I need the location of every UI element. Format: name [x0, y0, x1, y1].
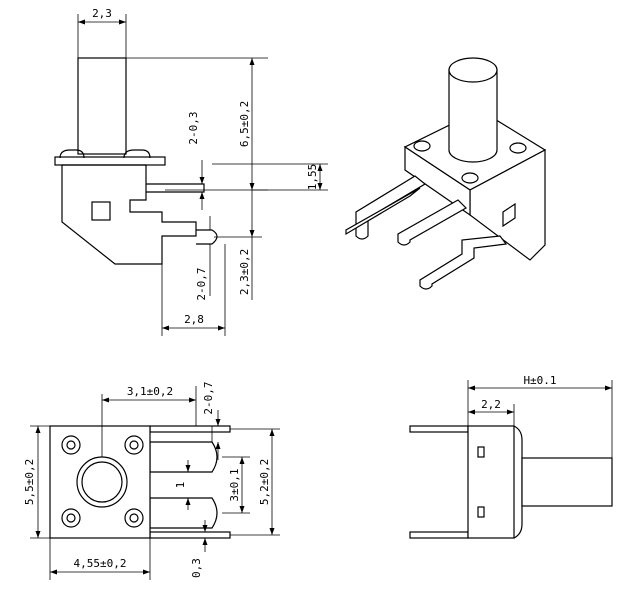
top-plunger-inner [81, 461, 123, 503]
top-hole-2-inner [129, 440, 139, 450]
top-hole-3 [61, 508, 81, 528]
iso-stud-3 [509, 142, 527, 154]
top-hole-1-inner [66, 440, 76, 450]
top-view: 3,1±0,2 2-0,7 5,5±0,2 1 3±0,1 [23, 381, 280, 580]
side-pin-lower [196, 229, 218, 245]
iso-stud-2 [461, 172, 479, 184]
dim-label-top-body-width: 4,55±0,2 [74, 557, 127, 570]
dim-top-pin-width: 2-0,7 [202, 381, 221, 460]
iso-pin-4 [345, 187, 421, 236]
iso-body-left [404, 145, 471, 217]
dim-side-total-height: 6,5±0,2 [126, 57, 268, 191]
dim-right-total-length: H±0.1 [467, 374, 613, 458]
dim-top-pin-pitch: 3±0,1 [222, 456, 250, 514]
right-body [467, 425, 515, 539]
dim-label-top-center-offset: 3,1±0,2 [127, 385, 173, 398]
side-cap-bump-left [59, 149, 85, 159]
iso-pin-1 [355, 175, 427, 240]
side-pin-upper [146, 183, 205, 193]
top-hole-3-inner [66, 513, 76, 523]
isometric-view [345, 57, 547, 290]
right-side-view: H±0.1 2,2 [409, 374, 613, 539]
dim-label-side-total-height: 6,5±0,2 [238, 101, 251, 147]
right-pin-top [409, 425, 469, 433]
top-pin-3 [149, 441, 218, 473]
side-plunger [77, 57, 127, 155]
dim-side-pin-thickness: 2-0,3 [187, 111, 205, 210]
dim-label-top-pin-span: 5,2±0,2 [258, 459, 271, 505]
dim-label-top-pin-width: 2-0,7 [202, 381, 215, 414]
top-pin-4 [149, 497, 218, 529]
top-body [49, 425, 151, 539]
right-window-top [477, 446, 485, 458]
side-view: 2,3 6,5±0,2 2-0,3 1,55 2,3±0,2 [54, 7, 328, 336]
dim-label-right-body-depth: 2,2 [481, 398, 501, 411]
side-body [61, 164, 197, 265]
right-plunger [521, 457, 613, 507]
dim-top-body-height: 5,5±0,2 [23, 425, 50, 539]
top-hole-4-inner [129, 513, 139, 523]
iso-plunger-body [448, 69, 498, 163]
top-hole-2 [124, 435, 144, 455]
dim-label-top-pin-offset: 0,3 [190, 558, 203, 578]
dim-top-pin-span: 5,2±0,2 [230, 428, 280, 536]
top-hole-4 [124, 508, 144, 528]
dim-side-bottom-width: 2,8 [161, 244, 226, 336]
dim-side-lower-height: 2,3±0,2 [214, 190, 262, 300]
right-window-bottom [477, 506, 485, 518]
iso-window [502, 202, 516, 228]
side-cap-bump-right [123, 149, 151, 159]
right-body-right-cap [513, 425, 523, 539]
dim-top-center-offset: 3,1±0,2 [101, 385, 197, 457]
dim-top-pin-gap: 1 [174, 460, 191, 510]
side-window [91, 201, 111, 221]
top-hole-1 [61, 435, 81, 455]
top-pin-1 [149, 425, 231, 433]
dim-label-side-plunger-width: 2,3 [92, 7, 112, 20]
dim-label-top-pin-pitch: 3±0,1 [228, 468, 241, 501]
dim-label-side-pin-lower-thickness: 2-0,7 [195, 267, 208, 300]
dim-label-side-pin-offset: 1,55 [306, 164, 319, 191]
iso-pin-2 [397, 199, 467, 246]
dim-right-body-depth: 2,2 [468, 398, 515, 426]
dim-label-side-bottom-width: 2,8 [184, 313, 204, 326]
dim-label-right-total-length: H±0.1 [523, 374, 556, 387]
dim-label-side-lower-height: 2,3±0,2 [238, 249, 251, 295]
side-top-plate [54, 156, 166, 166]
iso-plunger-top [448, 57, 498, 83]
dim-side-pin-lower-thickness: 2-0,7 [195, 216, 211, 301]
dim-side-pin-offset: 1,55 [212, 163, 328, 191]
right-pin-bottom [409, 531, 469, 539]
dim-label-top-body-height: 5,5±0,2 [23, 459, 36, 505]
iso-pin-3 [419, 235, 508, 290]
dim-side-plunger-width: 2,3 [77, 7, 127, 58]
dim-top-pin-offset: 0,3 [190, 520, 208, 578]
top-pin-2 [149, 531, 231, 539]
dim-label-side-pin-thickness: 2-0,3 [187, 111, 200, 144]
dim-label-top-pin-gap: 1 [174, 482, 187, 489]
iso-stud-1 [413, 140, 431, 152]
dim-top-body-width: 4,55±0,2 [49, 538, 151, 580]
